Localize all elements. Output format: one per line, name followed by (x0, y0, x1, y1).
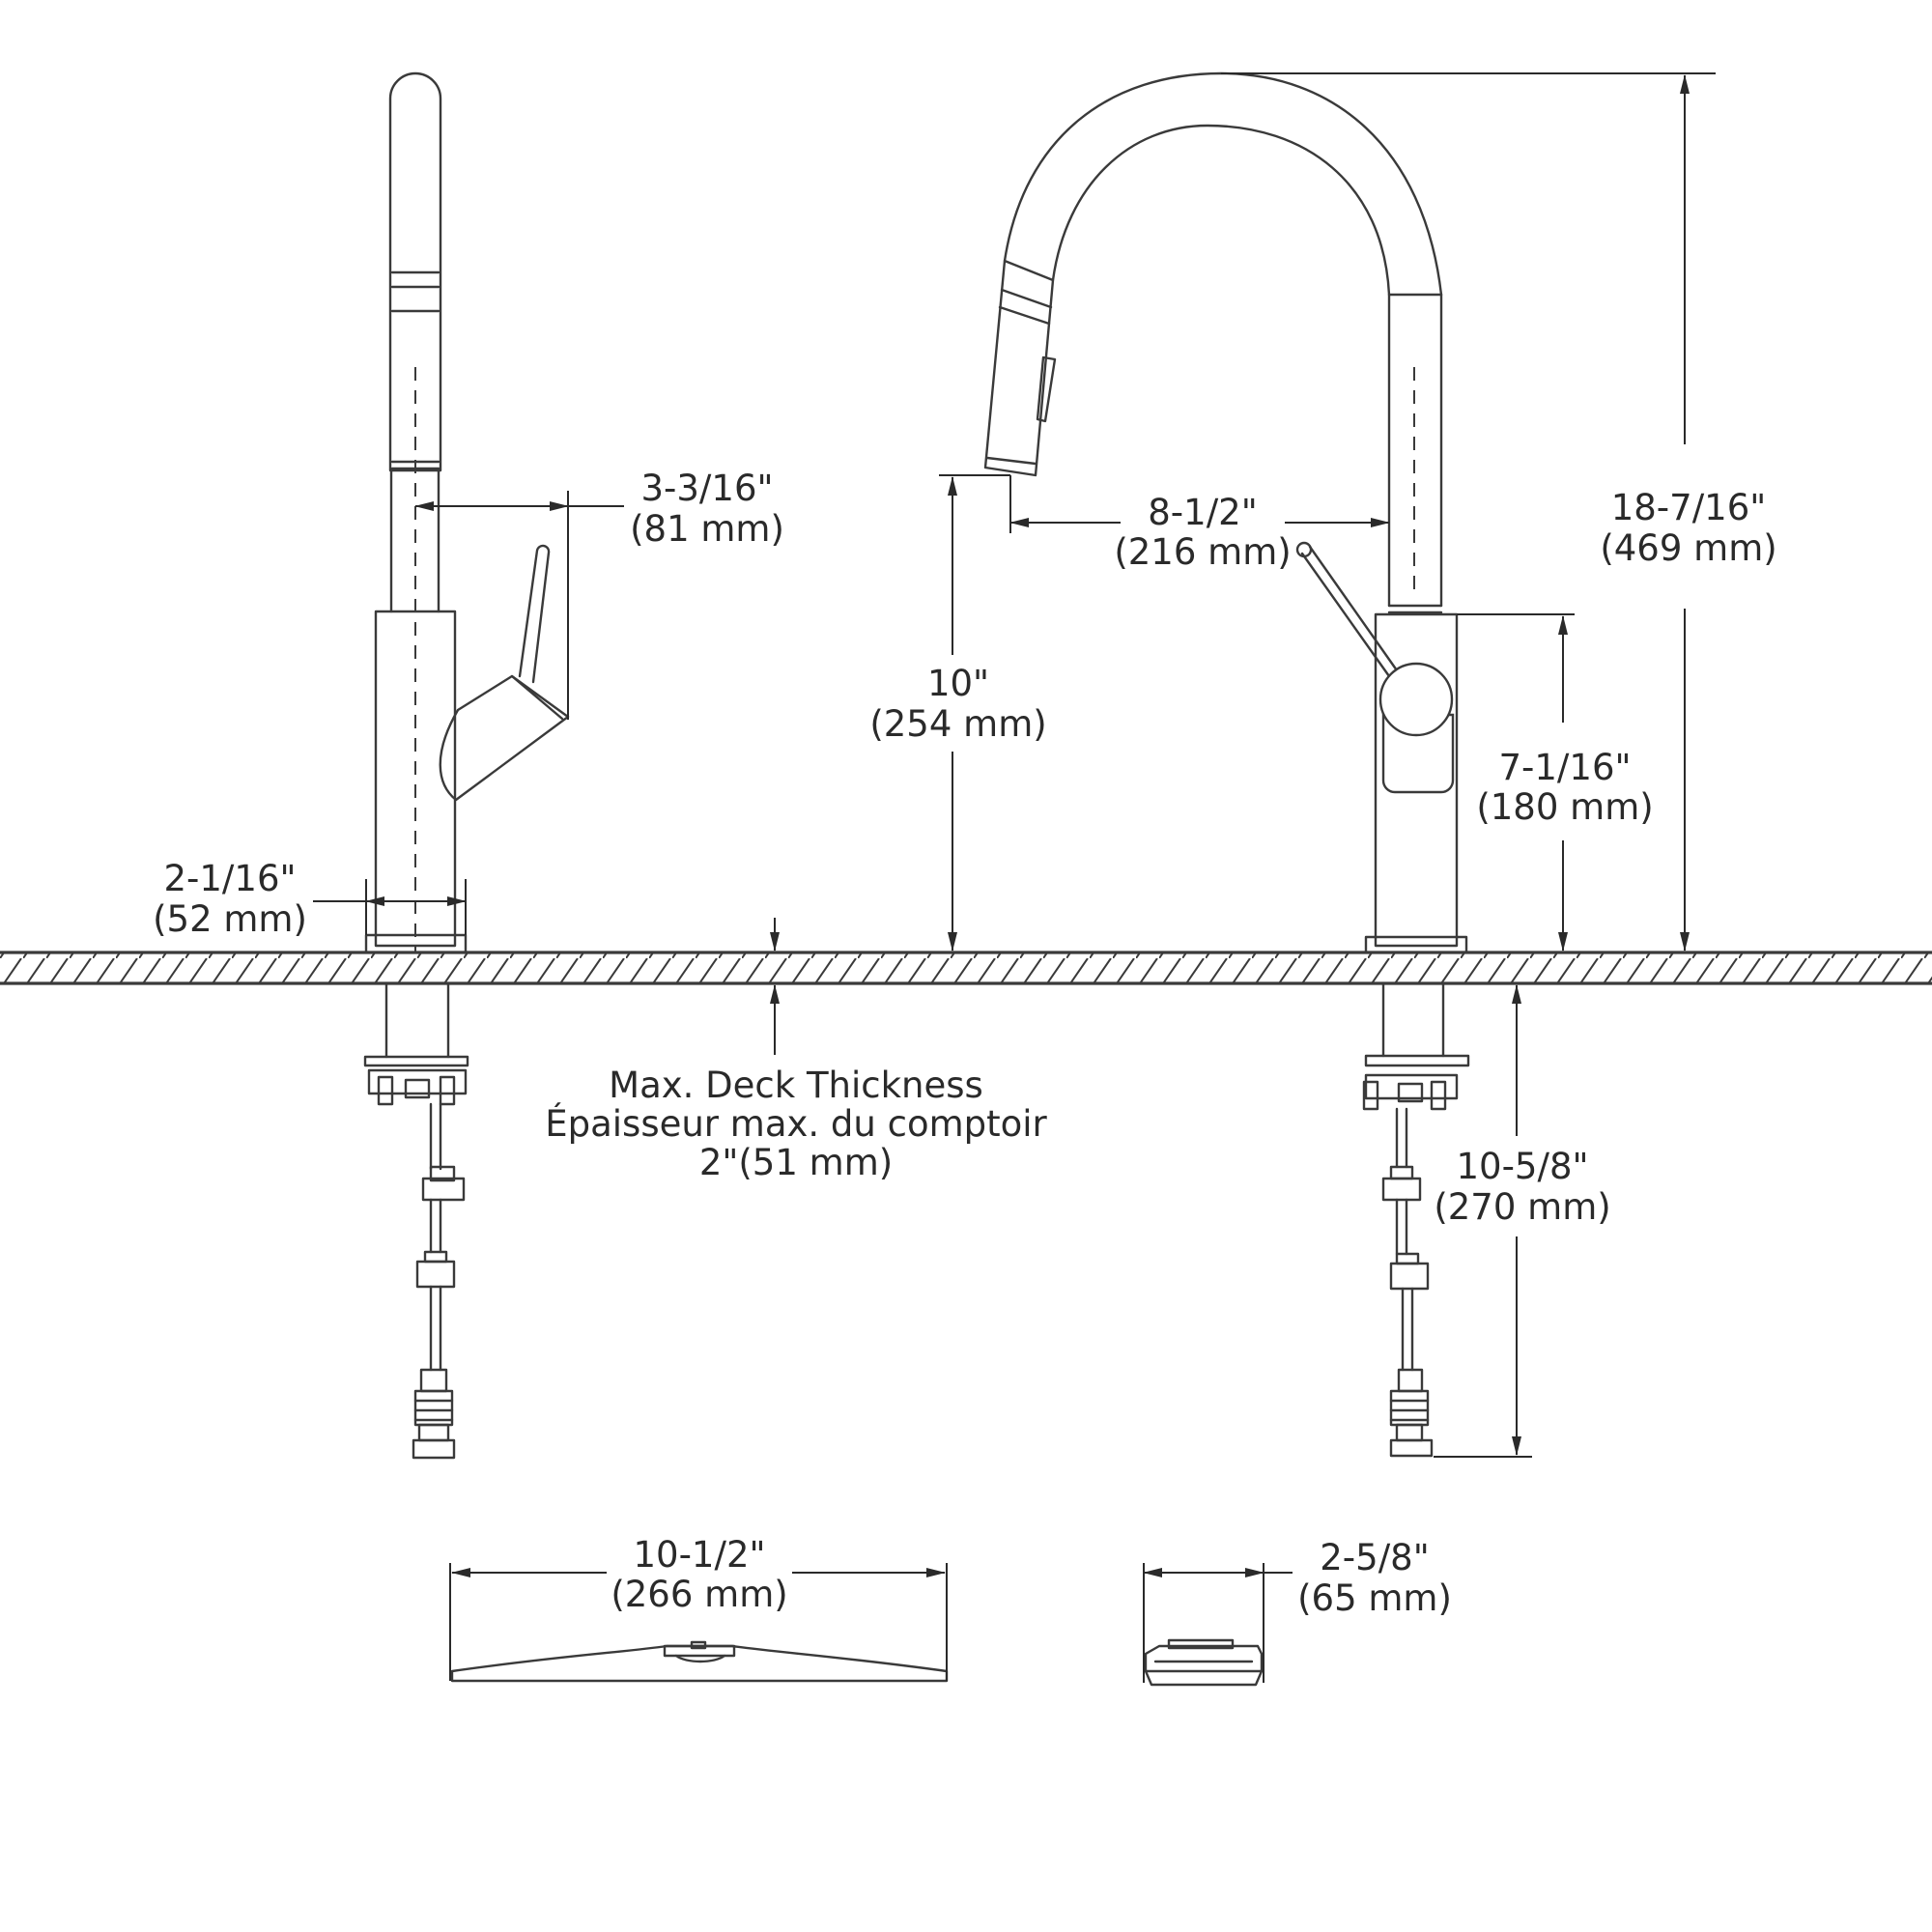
deck-note-line1: Max. Deck Thickness (609, 1065, 983, 1106)
dimension-labels: 3-3/16" (81 mm) 2-1/16" (52 mm) 10" (254… (153, 468, 1777, 1619)
deck-note-line2: Épaisseur max. du comptoir (545, 1102, 1047, 1145)
escutcheon-in-label: 2-5/8" (1320, 1537, 1429, 1578)
body-height-in-label: 7-1/16" (1499, 747, 1632, 788)
spout-clearance-mm-label: (254 mm) (869, 703, 1046, 745)
overall-height-mm-label: (469 mm) (1600, 527, 1776, 569)
spout-reach-in-label: 8-1/2" (1148, 492, 1257, 533)
escutcheon (1144, 1638, 1264, 1687)
escutcheon-mm-label: (65 mm) (1297, 1577, 1452, 1619)
countertop-section (0, 951, 1932, 985)
deck-plate-in-label: 10-1/2" (634, 1534, 766, 1576)
body-height-mm-label: (180 mm) (1476, 786, 1653, 828)
side-reach-mm-label: (81 mm) (630, 508, 784, 550)
side-base-mm-label: (52 mm) (153, 898, 307, 940)
deck-plate-mm-label: (266 mm) (611, 1574, 787, 1615)
below-deck-in-label: 10-5/8" (1457, 1146, 1589, 1187)
deck-plate (450, 1640, 949, 1683)
side-reach-in-label: 3-3/16" (641, 468, 774, 509)
below-deck-mm-label: (270 mm) (1434, 1186, 1610, 1228)
deck-note-line3: 2"(51 mm) (699, 1142, 893, 1183)
faucet-front-view (983, 71, 1470, 1458)
dimension-lines (313, 72, 1716, 1683)
spout-clearance-in-label: 10" (927, 663, 989, 704)
side-base-in-label: 2-1/16" (164, 858, 297, 899)
spout-reach-mm-label: (216 mm) (1114, 531, 1291, 573)
faucet-side-view (363, 71, 570, 1460)
overall-height-in-label: 18-7/16" (1611, 487, 1767, 528)
